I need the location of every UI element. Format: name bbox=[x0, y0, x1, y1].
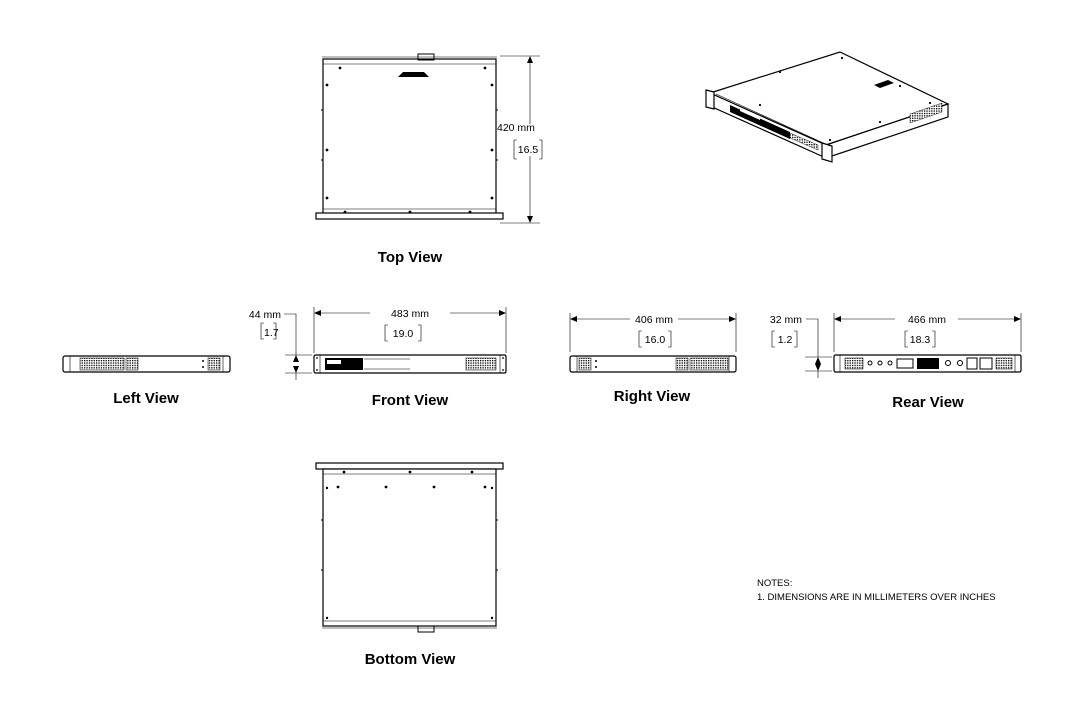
rear-height-mm: 32 mm bbox=[770, 314, 802, 326]
rear-view-title: Rear View bbox=[892, 394, 964, 411]
isometric-view-drawing bbox=[705, 51, 950, 163]
front-width-mm: 483 mm bbox=[391, 308, 429, 320]
notes-line-1: 1. DIMENSIONS ARE IN MILLIMETERS OVER IN… bbox=[757, 592, 996, 603]
front-width-in: 19.0 bbox=[393, 328, 414, 340]
left-view-title: Left View bbox=[113, 390, 179, 407]
top-view-title: Top View bbox=[378, 249, 443, 266]
right-view-title: Right View bbox=[614, 388, 691, 405]
bottom-view-drawing bbox=[315, 462, 504, 633]
front-view-drawing bbox=[260, 307, 507, 380]
right-side-mm: 406 mm bbox=[635, 314, 673, 326]
rear-height-in: 1.2 bbox=[778, 334, 793, 346]
top-view-drawing bbox=[315, 53, 543, 224]
top-depth-mm: 420 mm bbox=[497, 122, 535, 134]
rear-width-in: 18.3 bbox=[910, 334, 931, 346]
right-view-drawing bbox=[569, 313, 737, 373]
left-view-drawing bbox=[62, 355, 231, 373]
front-view-title: Front View bbox=[372, 392, 449, 409]
front-height-mm: 44 mm bbox=[249, 309, 281, 321]
bottom-view-title: Bottom View bbox=[365, 651, 456, 668]
rear-view-drawing bbox=[771, 313, 1022, 378]
front-height-in: 1.7 bbox=[264, 327, 279, 339]
right-side-in: 16.0 bbox=[645, 334, 666, 346]
notes-heading: NOTES: bbox=[757, 578, 792, 589]
top-depth-in: 16.5 bbox=[518, 144, 539, 156]
rear-width-mm: 466 mm bbox=[908, 314, 946, 326]
